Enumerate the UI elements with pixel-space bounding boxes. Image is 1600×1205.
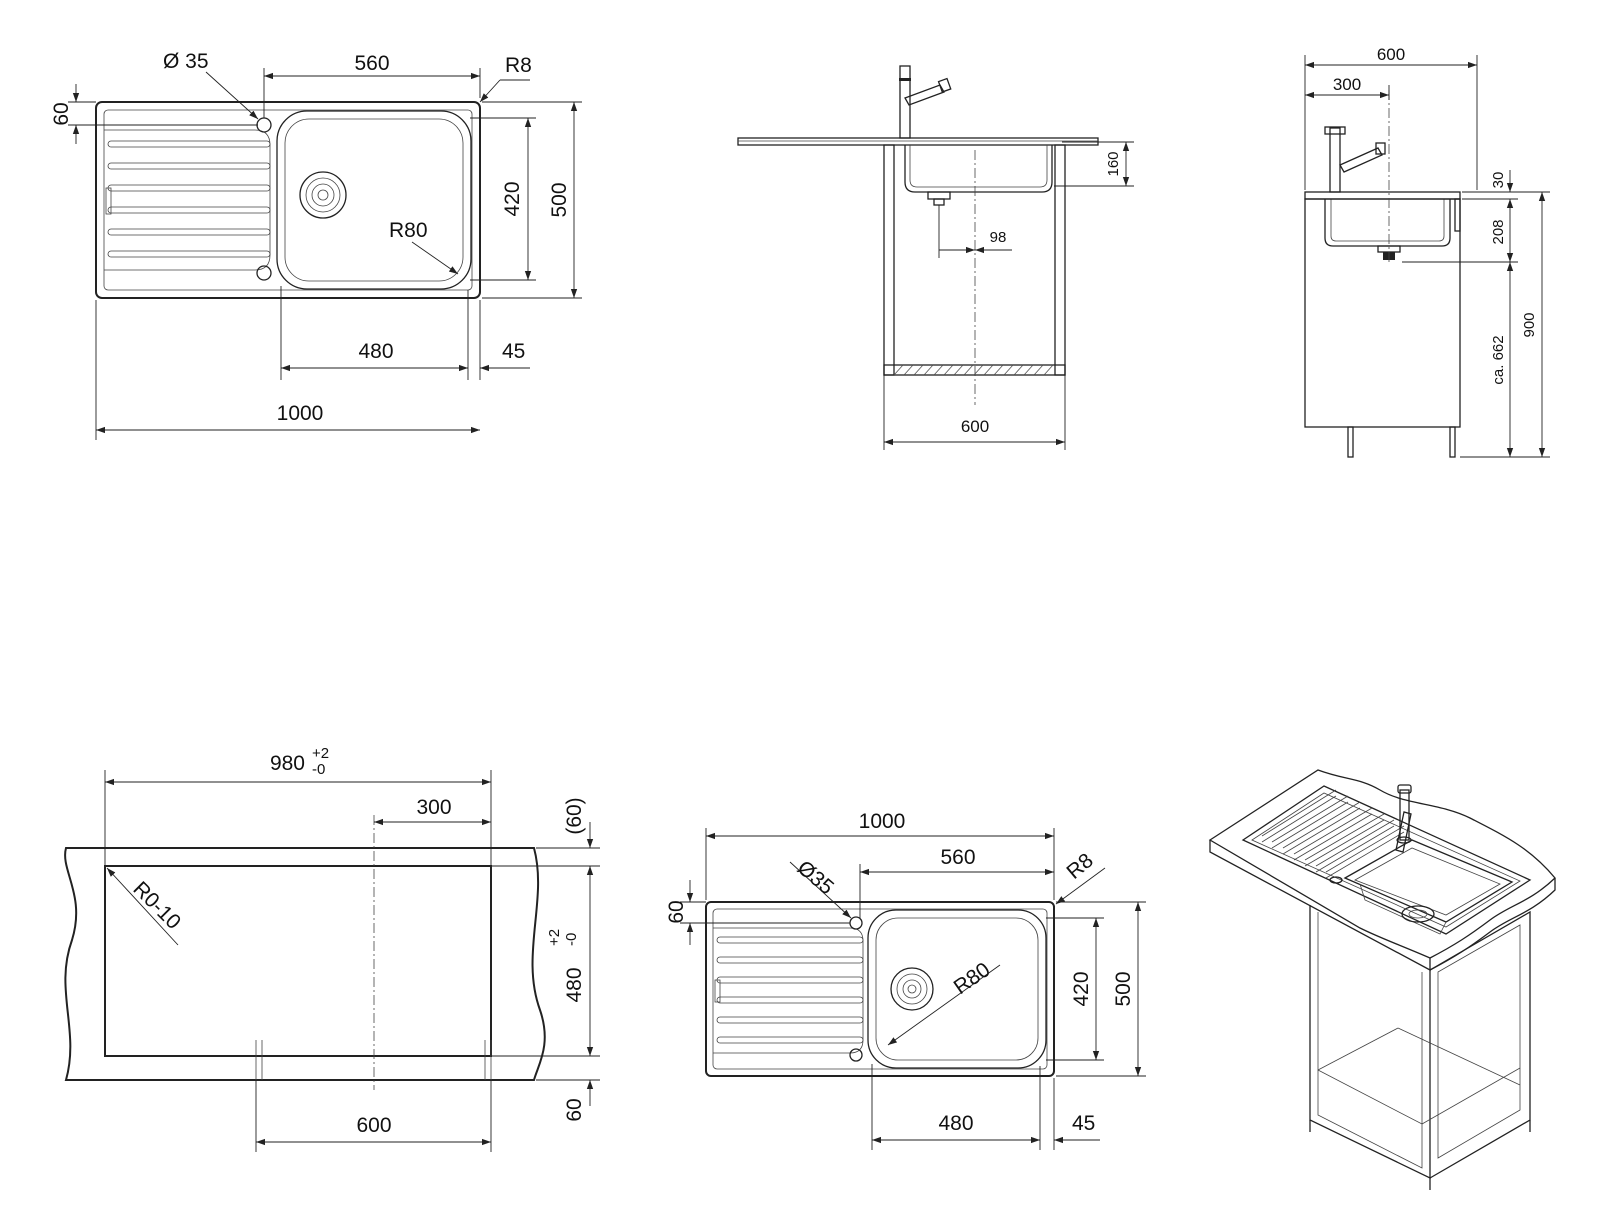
dim-hole-35-2: Ø35 [793,856,838,899]
bowl-outline [276,110,472,290]
iso-sink-rim [1241,785,1532,935]
cabinet-right-wall [1054,144,1066,376]
front-bowl [1324,199,1451,247]
countertop [737,137,1099,146]
cabinet-left-wall [883,144,895,376]
dim-30: 30 [1490,172,1507,189]
overflow-hole-icon [256,265,272,281]
sink-outline-2 [705,901,1055,1077]
countertop-outline [64,847,546,1081]
dim-45: 45 [502,340,525,363]
dim-980-tol-plus: +2 [312,745,329,762]
dim-600-cutout: 600 [356,1114,391,1137]
top-plan-view: 560 Ø 35 R8 60 420 500 R80 480 45 [50,50,582,440]
dim-r0-10: R0-10 [128,877,185,934]
dim-1000-2: 1000 [859,810,906,833]
dim-1000: 1000 [277,402,324,425]
front-countertop [1304,191,1461,200]
isometric-view [1208,769,1556,1190]
dim-600-front: 600 [1377,45,1405,64]
iso-drain-icon [1401,905,1435,923]
iso-drainer-ribs [1261,789,1405,879]
dim-480-tol-plus: +2 [546,929,563,946]
cabinet-leg-right [1449,426,1456,458]
dim-hole-35: Ø 35 [163,50,209,73]
dim-208: 208 [1490,219,1507,244]
dim-500: 500 [548,182,571,217]
dim-420-2: 420 [1070,971,1093,1006]
dim-560: 560 [354,52,389,75]
dim-500-2: 500 [1112,971,1135,1006]
dim-600-side: 600 [961,417,989,436]
cutout-template-view: 980 +2 -0 300 R0-10 (60) 480 +2 -0 60 60… [64,745,600,1152]
front-section-view: 600 300 30 208 ca. 662 900 [1304,45,1550,458]
side-section-view: 160 98 600 [737,65,1134,450]
dim-98: 98 [990,229,1007,246]
dim-60-top-paren: (60) [563,797,586,834]
drainer-grooves [105,140,271,258]
bottom-plan-view: 1000 560 Ø35 R8 60 R80 420 500 480 [665,810,1146,1150]
dim-300-cutout: 300 [416,796,451,819]
iso-cabinet-side [1429,910,1531,1179]
iso-faucet-icon [1395,784,1412,853]
dim-300-front: 300 [1333,75,1361,94]
drainer-grooves-2 [714,936,864,1044]
dim-r80-2: R80 [950,958,995,999]
dim-160: 160 [1105,151,1122,176]
dim-480-cutout: 480 [563,967,586,1002]
dim-60-left: 60 [50,102,73,125]
dim-r80: R80 [389,219,428,242]
dim-480-tol-minus: -0 [563,933,580,946]
dim-60-bottom: 60 [563,1098,586,1121]
dim-900: 900 [1521,312,1538,337]
dim-60-left-2: 60 [665,900,688,923]
iso-bowl [1343,839,1514,923]
dim-45-2: 45 [1072,1112,1095,1135]
drain-icon-2 [890,967,934,1011]
dim-420: 420 [501,181,524,216]
faucet-icon [899,65,952,139]
tap-hole-icon-2 [849,916,863,930]
dim-980-tol-minus: -0 [312,761,325,778]
dim-560-2: 560 [940,846,975,869]
dim-480: 480 [358,340,393,363]
drain-fitting [927,191,951,200]
cabinet-leg-left [1347,426,1354,458]
dim-662: ca. 662 [1490,335,1507,384]
overflow-hole-icon-2 [849,1048,863,1062]
front-cabinet [1304,198,1461,428]
iso-countertop [1208,769,1556,959]
cutout-rect [104,865,492,1057]
dim-r8-2: R8 [1062,849,1097,884]
drain-icon [299,171,347,219]
dim-480-2: 480 [938,1112,973,1135]
tap-hole-icon [256,117,272,133]
sink-outline [95,101,481,299]
dim-980: 980 [270,752,305,775]
front-faucet-icon [1324,126,1386,193]
bowl-outline-2 [867,909,1047,1069]
dim-r8: R8 [505,54,532,77]
bowl-section [904,145,1053,193]
iso-cabinet-front [1309,905,1431,1180]
